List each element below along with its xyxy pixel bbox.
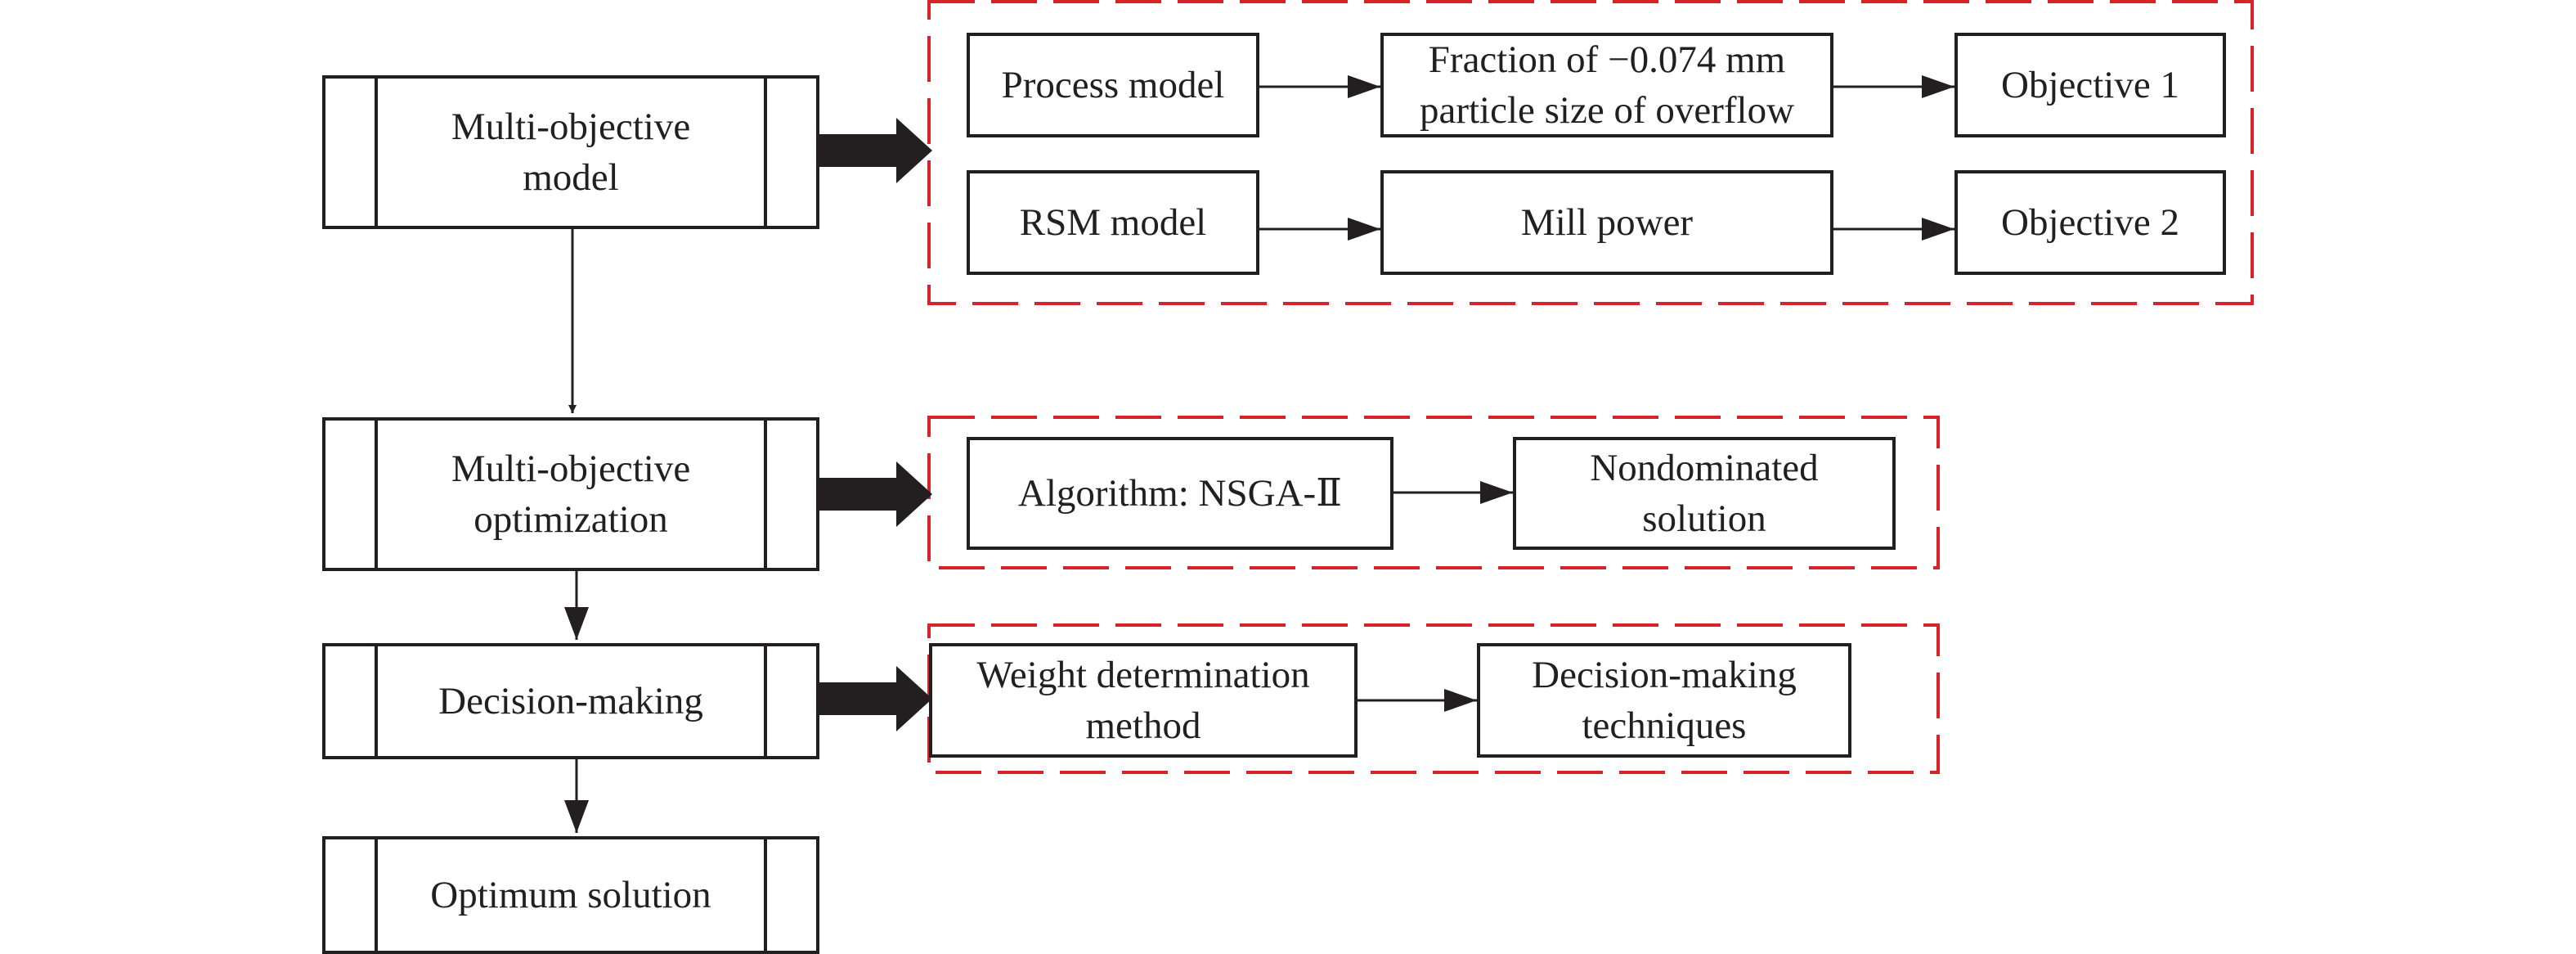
optimum-solution-stage: Optimum solution <box>322 836 819 954</box>
rsm-model-box: RSM model <box>967 170 1259 275</box>
decision-techniques-label: Decision-making techniques <box>1532 654 1797 747</box>
optimum-solution-label: Optimum solution <box>430 874 711 916</box>
power-to-objective2-arrowhead <box>1922 218 1954 241</box>
mill-power-label: Mill power <box>1520 201 1694 244</box>
optimization-to-decision-arrowhead <box>564 607 589 640</box>
nondominated-solution-box: Nondominated solution <box>1513 437 1896 550</box>
mill-power-box: Mill power <box>1380 170 1833 275</box>
weight-to-techniques-arrowhead <box>1444 689 1477 712</box>
nondominated-solution-label: Nondominated solution <box>1590 447 1819 540</box>
multi-objective-model-label: Multi-objective model <box>451 106 691 199</box>
algorithm-label: Algorithm: NSGA-Ⅱ <box>1017 472 1343 515</box>
objective-2-label: Objective 2 <box>2001 201 2179 244</box>
process-model-box: Process model <box>967 33 1259 137</box>
decision-block-arrow <box>818 666 932 731</box>
algorithm-to-nondominated-arrowhead <box>1480 481 1513 504</box>
process-to-fraction-arrowhead <box>1348 75 1380 98</box>
multi-objective-model-stage: Multi-objective model <box>322 75 819 229</box>
multi-objective-optimization-stage: Multi-objective optimization <box>322 417 819 571</box>
decision-techniques-box: Decision-making techniques <box>1477 643 1851 758</box>
optimization-block-arrow <box>818 461 932 527</box>
fraction-to-objective1-arrowhead <box>1922 75 1954 98</box>
model-group-frame <box>927 0 2254 305</box>
objective-2-box: Objective 2 <box>1954 170 2226 275</box>
decision-to-optimum-arrowhead <box>564 800 589 833</box>
decision-making-stage: Decision-making <box>322 643 819 759</box>
rsm-model-label: RSM model <box>1019 201 1207 244</box>
multi-objective-optimization-label: Multi-objective optimization <box>451 448 691 541</box>
fraction-label: Fraction of −0.074 mm particle size of o… <box>1419 38 1795 132</box>
rsm-to-power-arrowhead <box>1348 218 1380 241</box>
algorithm-box: Algorithm: NSGA-Ⅱ <box>967 437 1393 550</box>
weight-determination-label: Weight determination method <box>976 654 1310 747</box>
process-model-label: Process model <box>1001 64 1225 106</box>
decision-making-label: Decision-making <box>438 680 703 722</box>
model-block-arrow <box>818 118 932 183</box>
weight-determination-box: Weight determination method <box>929 643 1358 758</box>
fraction-box: Fraction of −0.074 mm particle size of o… <box>1380 33 1833 137</box>
objective-1-box: Objective 1 <box>1954 33 2226 137</box>
objective-1-label: Objective 1 <box>2001 64 2179 106</box>
